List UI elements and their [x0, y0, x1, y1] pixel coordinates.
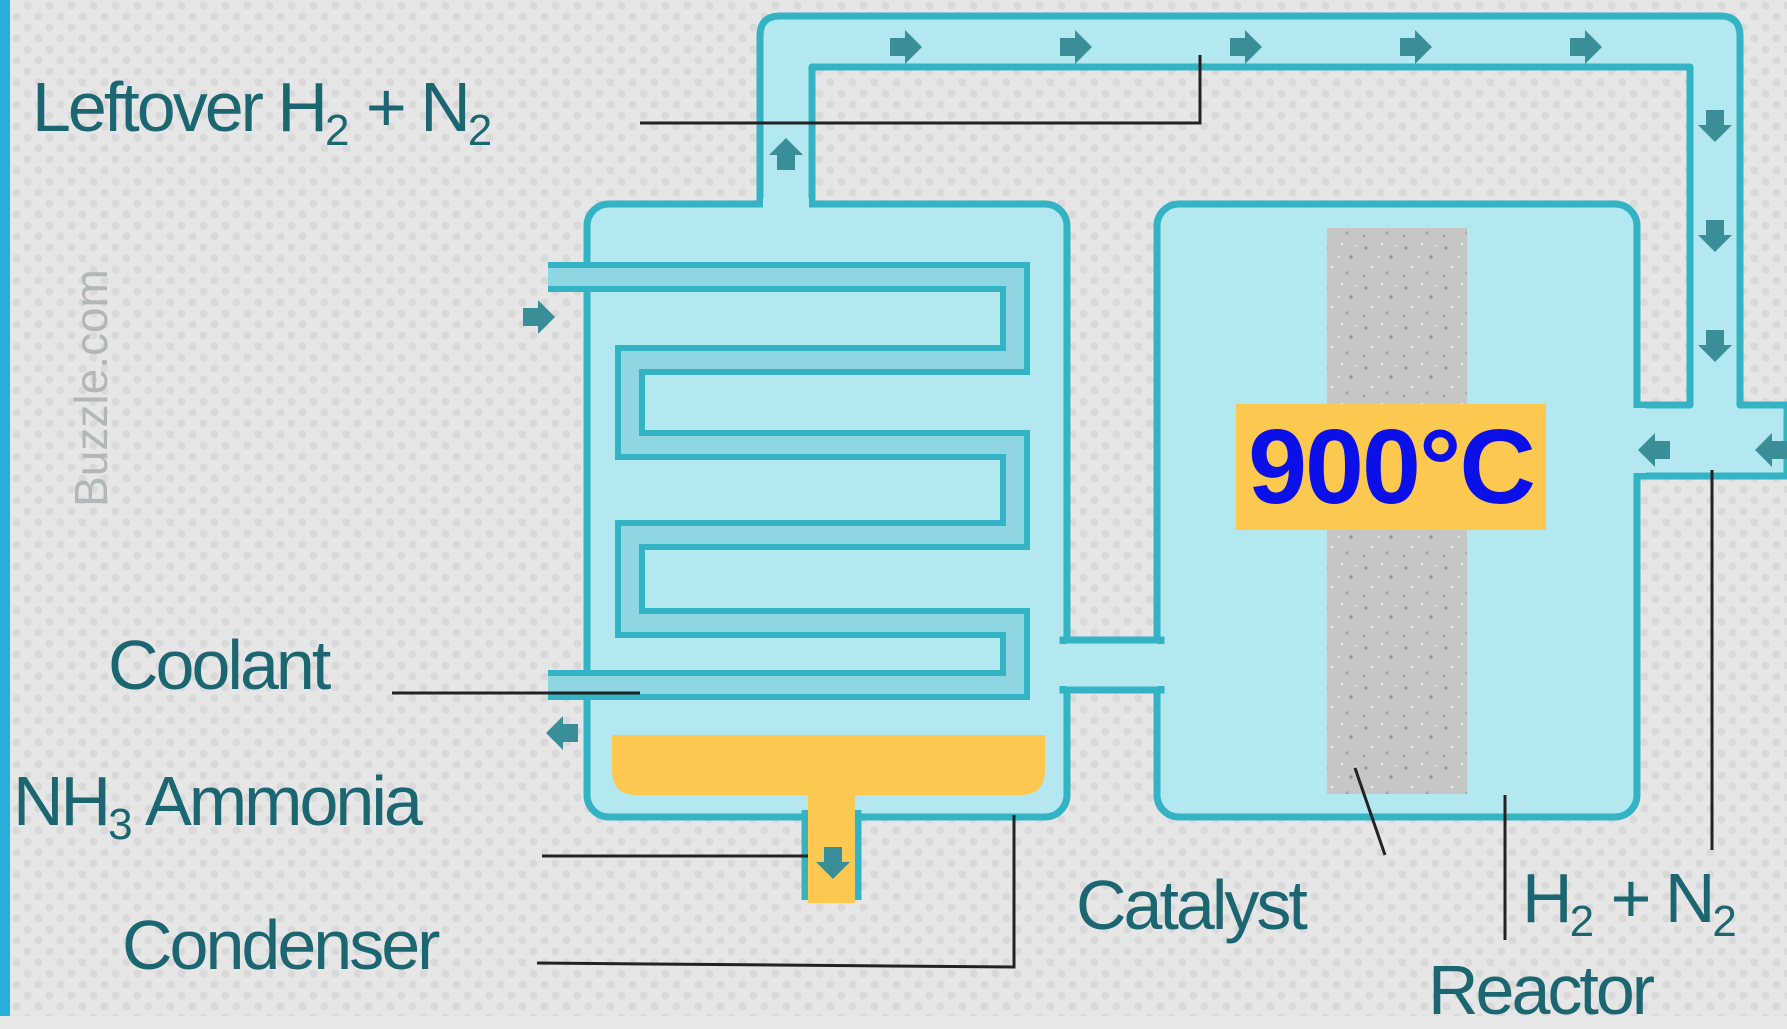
temperature-label: 900°C [1248, 408, 1536, 526]
feed-gas-label: H2 + N2 [1522, 859, 1737, 946]
catalyst-label: Catalyst [1076, 866, 1308, 944]
coolant-label: Coolant [108, 626, 331, 704]
watermark: Buzzle.com [64, 269, 117, 507]
condenser-label: Condenser [122, 906, 440, 984]
condenser-vessel [583, 200, 1071, 821]
condenser-leader [536, 815, 1016, 969]
left-edge-bar [0, 0, 10, 1016]
reactor-inlet-junction [1630, 408, 1646, 473]
reactor-label: Reactor [1428, 951, 1655, 1029]
leader-lines [392, 55, 1714, 969]
pipe-junction [763, 198, 809, 212]
leftover-gas-label: Leftover H2 + N2 [32, 68, 493, 155]
leftover-leader [640, 55, 1202, 125]
ammonia-label: NH3 Ammonia [13, 762, 423, 849]
catalyst-leader [1353, 767, 1387, 856]
ammonia-liquid [612, 735, 1045, 795]
temperature-box: 900°C [1236, 404, 1546, 530]
